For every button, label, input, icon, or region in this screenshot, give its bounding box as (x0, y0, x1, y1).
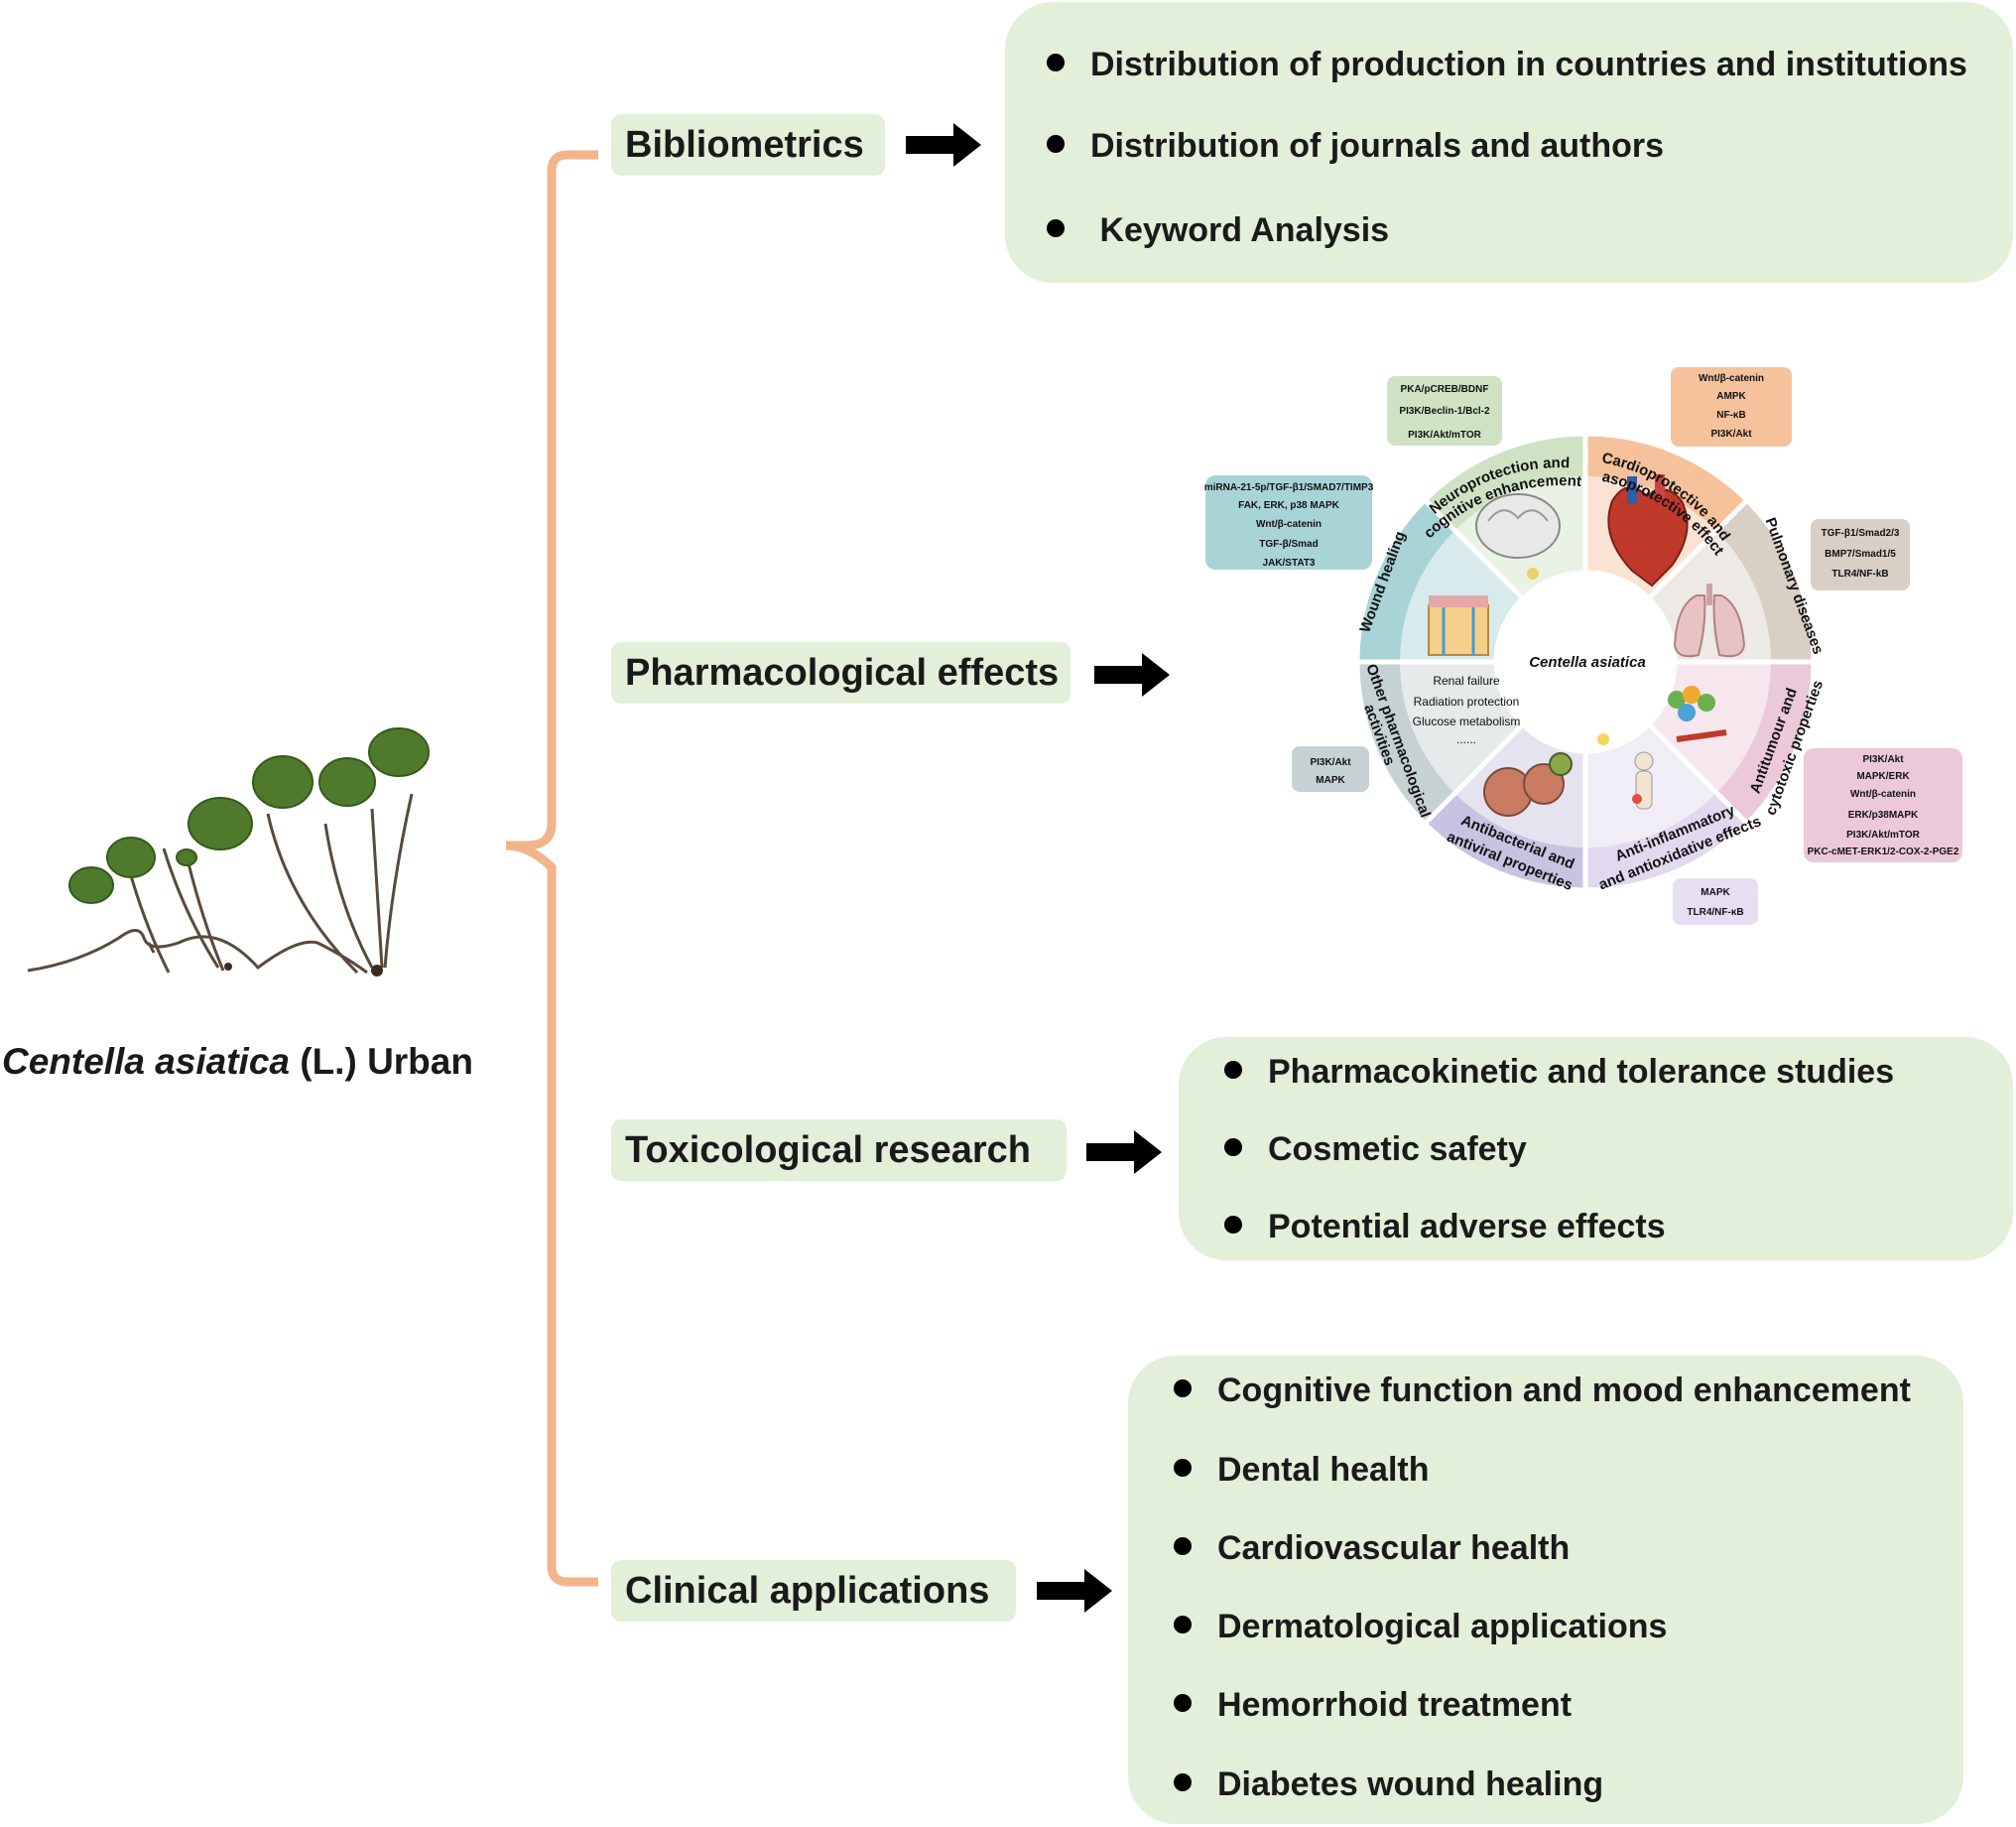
bullet-icon (1047, 54, 1065, 72)
skin-layers-icon (1428, 595, 1489, 656)
toxicological-panel: Pharmacokinetic and tolerance studies Co… (1179, 1037, 2013, 1260)
clinical-panel: Cognitive function and mood enhancement … (1128, 1356, 1963, 1824)
svg-text:Wnt/β-catenin: Wnt/β-catenin (1699, 373, 1764, 384)
svg-text:Wnt/β-catenin: Wnt/β-catenin (1256, 519, 1322, 530)
bullet-icon (1174, 1616, 1192, 1634)
svg-text:ERK/p38MAPK: ERK/p38MAPK (1848, 810, 1919, 821)
other-activity-item: Glucose metabolism (1413, 715, 1521, 728)
list-item: Distribution of journals and authors (1047, 127, 1664, 166)
wound-pathway-box: miRNA-21-5p/TGF-β1/SMAD7/TIMP3 FAK, ERK,… (1204, 475, 1374, 570)
bullet-icon (1224, 1138, 1242, 1157)
wheel-center-label: Centella asiatica (1529, 654, 1646, 671)
svg-text:MAPK: MAPK (1316, 775, 1345, 786)
svg-text:PI3K/Beclin-1/Bcl-2: PI3K/Beclin-1/Bcl-2 (1399, 406, 1490, 417)
svg-text:PKA/pCREB/BDNF: PKA/pCREB/BDNF (1401, 384, 1489, 395)
svg-text:BMP7/Smad1/5: BMP7/Smad1/5 (1825, 549, 1896, 560)
list-item: Keyword Analysis (1047, 211, 1389, 250)
bibliometrics-label: Bibliometrics (611, 114, 885, 176)
arrow-right-icon (1094, 653, 1170, 697)
svg-text:PI3K/Akt: PI3K/Akt (1862, 754, 1904, 765)
list-item: Cosmetic safety (1224, 1130, 1527, 1169)
svg-text:PI3K/Akt: PI3K/Akt (1310, 757, 1351, 768)
brain-icon (1475, 493, 1561, 580)
svg-text:FAK, ERK, p38 MAPK: FAK, ERK, p38 MAPK (1238, 500, 1339, 511)
other-pathway-box: PI3K/Akt MAPK (1292, 746, 1369, 792)
list-item: Hemorrhoid treatment (1174, 1686, 1572, 1725)
centella-plant-image (27, 727, 430, 977)
species-name: Centella asiatica (L.) Urban (2, 1041, 473, 1082)
svg-text:PI3K/Akt: PI3K/Akt (1710, 429, 1752, 440)
svg-text:miRNA-21-5p/TGF-β1/SMAD7/TIMP3: miRNA-21-5p/TGF-β1/SMAD7/TIMP3 (1204, 482, 1374, 493)
list-item: Potential adverse effects (1224, 1208, 1666, 1246)
list-item: Dermatological applications (1174, 1608, 1667, 1646)
svg-text:TLR4/NF-κB: TLR4/NF-κB (1687, 907, 1743, 918)
cardio-pathway-box: Wnt/β-catenin AMPK NF-κB PI3K/Akt (1671, 367, 1792, 447)
bullet-icon (1224, 1061, 1242, 1080)
bullet-icon (1174, 1379, 1192, 1398)
lungs-icon (1673, 584, 1746, 658)
antiinflammatory-pathway-box: MAPK TLR4/NF-κB (1673, 878, 1758, 925)
arrow-right-icon (906, 123, 981, 167)
tumour-cells-icon (1668, 686, 1727, 742)
bullet-icon (1047, 219, 1065, 238)
pharmacological-effects-label: Pharmacological effects (611, 642, 1071, 704)
neuro-pathway-box: PKA/pCREB/BDNF PI3K/Beclin-1/Bcl-2 PI3K/… (1387, 376, 1502, 446)
svg-text:PKC-cMET-ERK1/2-COX-2-PGE2: PKC-cMET-ERK1/2-COX-2-PGE2 (1808, 847, 1959, 857)
arrow-right-icon (1086, 1130, 1162, 1174)
arrow-right-icon (1037, 1569, 1112, 1613)
bullet-icon (1174, 1537, 1192, 1556)
bullet-icon (1174, 1773, 1192, 1792)
svg-text:MAPK/ERK: MAPK/ERK (1856, 771, 1910, 782)
svg-text:TGF-β/Smad: TGF-β/Smad (1259, 539, 1318, 550)
other-activity-item: Renal failure (1433, 674, 1500, 688)
pulmonary-pathway-box: TGF-β1/Smad2/3 BMP7/Smad1/5 TLR4/NF-kB (1811, 519, 1910, 590)
svg-text:PI3K/Akt/mTOR: PI3K/Akt/mTOR (1846, 830, 1920, 841)
list-item: Dental health (1174, 1451, 1429, 1490)
list-item: Diabetes wound healing (1174, 1765, 1603, 1804)
svg-text:Wnt/β-catenin: Wnt/β-catenin (1850, 789, 1916, 800)
heart-icon (1607, 474, 1689, 587)
bullet-icon (1224, 1216, 1242, 1235)
human-body-icon (1597, 733, 1654, 810)
bullet-icon (1174, 1694, 1192, 1713)
list-item: Cognitive function and mood enhancement (1174, 1371, 1911, 1410)
bullet-icon (1174, 1459, 1192, 1478)
bullet-icon (1047, 135, 1065, 154)
toxicological-research-label: Toxicological research (611, 1119, 1067, 1181)
svg-text:MAPK: MAPK (1701, 887, 1730, 898)
svg-text:PI3K/Akt/mTOR: PI3K/Akt/mTOR (1408, 430, 1481, 441)
antitumour-pathway-box: PI3K/Akt MAPK/ERK Wnt/β-catenin ERK/p38M… (1804, 748, 1962, 862)
clinical-applications-label: Clinical applications (611, 1560, 1016, 1622)
bibliometrics-panel: Distribution of production in countries … (1005, 2, 2013, 283)
other-activity-item: Radiation protection (1414, 695, 1520, 709)
other-activity-item: ...... (1456, 732, 1476, 746)
svg-text:AMPK: AMPK (1716, 391, 1746, 402)
bacteria-icon (1483, 752, 1573, 817)
list-item: Pharmacokinetic and tolerance studies (1224, 1053, 1894, 1092)
svg-text:TGF-β1/Smad2/3: TGF-β1/Smad2/3 (1822, 528, 1900, 539)
svg-text:JAK/STAT3: JAK/STAT3 (1263, 558, 1316, 569)
svg-text:TLR4/NF-kB: TLR4/NF-kB (1831, 569, 1888, 580)
list-item: Cardiovascular health (1174, 1529, 1570, 1568)
list-item: Distribution of production in countries … (1047, 46, 1967, 84)
svg-text:NF-κB: NF-κB (1716, 410, 1745, 421)
